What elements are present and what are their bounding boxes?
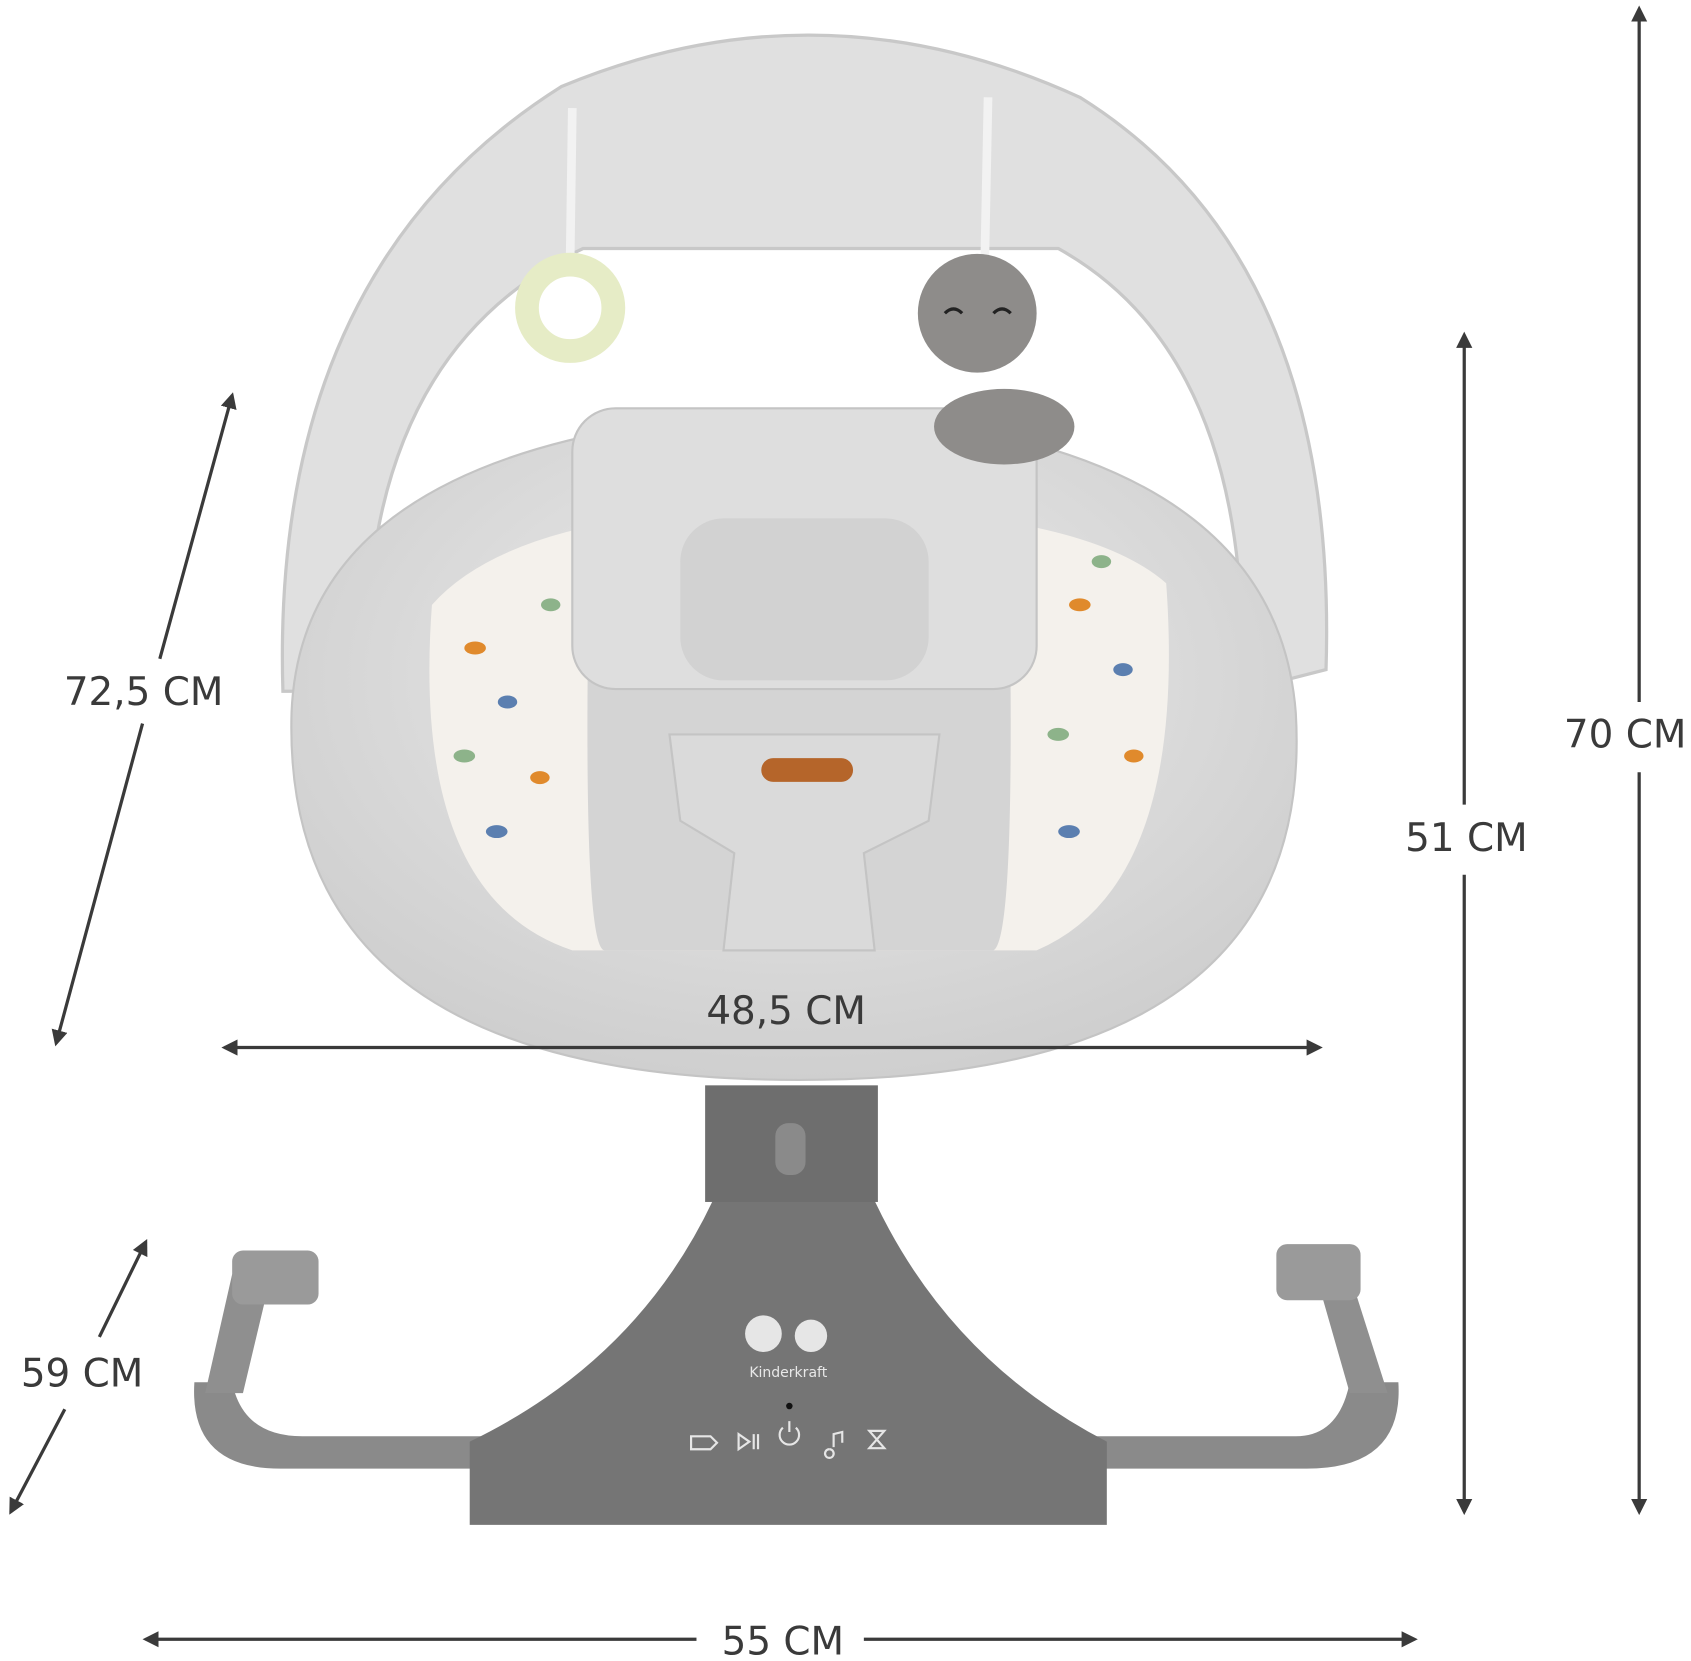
dimension-seat-height: 51 CM xyxy=(1405,331,1528,1516)
dimension-seat-depth: 72,5 CM xyxy=(51,392,237,1047)
teething-ring-toy xyxy=(515,108,626,363)
control-panel xyxy=(690,1402,887,1459)
svg-text:51 CM: 51 CM xyxy=(1405,816,1527,861)
timer-icon[interactable] xyxy=(866,1429,887,1450)
play-pause-icon[interactable] xyxy=(737,1432,760,1452)
music-note-icon[interactable] xyxy=(823,1430,844,1459)
svg-text:48,5 CM: 48,5 CM xyxy=(706,989,866,1034)
dimension-total-height: 70 CM xyxy=(1564,5,1686,1516)
vibration-icon[interactable] xyxy=(690,1435,719,1451)
dimension-seat-width: 48,5 CM xyxy=(221,989,1323,1056)
pattern-dots xyxy=(453,555,1144,839)
kinderkraft-logo: Kinderkraft xyxy=(745,1315,828,1381)
plush-leopard-toy xyxy=(917,97,1075,465)
dimension-base-width: 55 CM xyxy=(142,1619,1418,1661)
svg-text:72,5 CM: 72,5 CM xyxy=(64,670,224,715)
swing-base xyxy=(194,1085,1399,1525)
dimension-base-depth: 59 CM xyxy=(9,1239,148,1515)
svg-text:55 CM: 55 CM xyxy=(722,1619,844,1661)
svg-text:59 CM: 59 CM xyxy=(21,1352,143,1397)
svg-text:70 CM: 70 CM xyxy=(1564,712,1686,757)
power-icon[interactable] xyxy=(778,1421,801,1446)
svg-text:Kinderkraft: Kinderkraft xyxy=(749,1365,827,1381)
swing-seat xyxy=(280,33,1329,1082)
